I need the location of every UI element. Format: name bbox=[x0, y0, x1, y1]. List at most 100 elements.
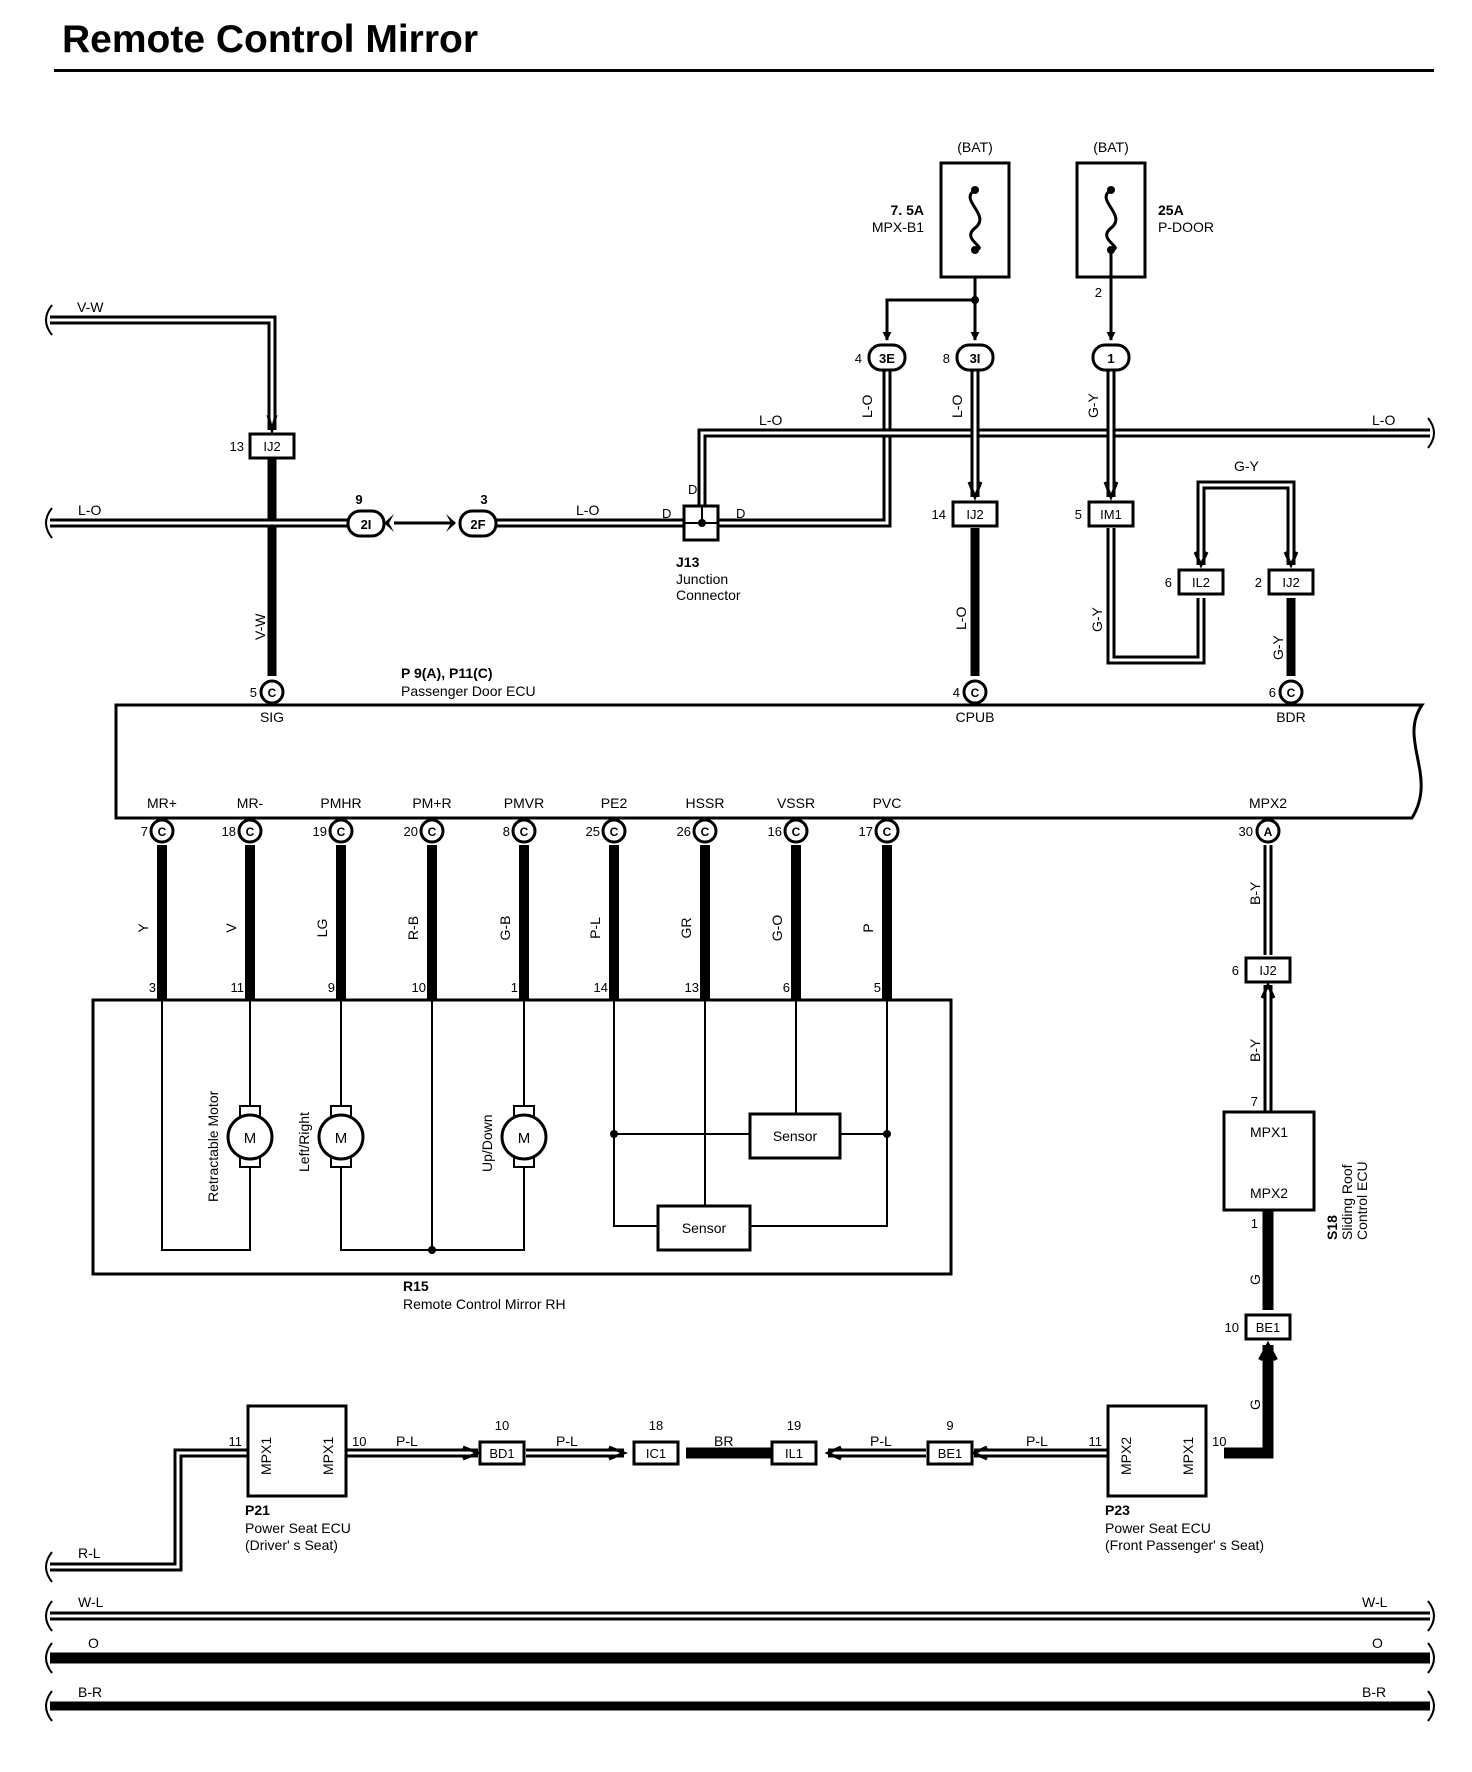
pin-label: HSSR bbox=[686, 795, 725, 811]
svg-text:O: O bbox=[88, 1635, 99, 1651]
svg-text:L-O: L-O bbox=[78, 502, 101, 518]
passenger-door-ecu: P 9(A), P11(C) Passenger Door ECU bbox=[114, 665, 1425, 820]
svg-text:D: D bbox=[688, 482, 697, 497]
pin-number: 17 bbox=[859, 824, 873, 839]
svg-text:O: O bbox=[1372, 1635, 1383, 1651]
pin-number: 18 bbox=[649, 1418, 663, 1433]
pin-label: CPUB bbox=[956, 709, 995, 725]
pin-number: 2 bbox=[1255, 575, 1262, 590]
wire-group bbox=[50, 250, 1430, 1711]
svg-text:B-Y: B-Y bbox=[1247, 881, 1263, 905]
connector-be1-10: BE1 10 bbox=[1225, 1313, 1292, 1341]
svg-text:2I: 2I bbox=[361, 517, 372, 532]
svg-text:MPX2: MPX2 bbox=[1118, 1437, 1134, 1475]
svg-text:G: G bbox=[1247, 1399, 1263, 1410]
svg-text:Sensor: Sensor bbox=[773, 1128, 818, 1144]
svg-text:G: G bbox=[1247, 1274, 1263, 1285]
connector-ij2-2: IJ2 2 bbox=[1255, 568, 1315, 596]
svg-text:P-L: P-L bbox=[396, 1433, 418, 1449]
svg-text:P-L: P-L bbox=[870, 1433, 892, 1449]
svg-text:M: M bbox=[244, 1130, 257, 1147]
pin-label: MR- bbox=[237, 795, 264, 811]
wire-color-label: LG bbox=[314, 919, 330, 938]
title-rule bbox=[54, 69, 1434, 72]
connector-il2-6: IL2 6 bbox=[1165, 568, 1225, 596]
svg-text:L-O: L-O bbox=[859, 395, 875, 418]
pin-number: 9 bbox=[328, 980, 335, 995]
pin-number: 19 bbox=[787, 1418, 801, 1433]
ecu-bottom-pins: MR+C7Y3MR-C18V11PMHRC19LG9PM+RC20R-B10PM… bbox=[135, 795, 901, 1000]
pin-number: 19 bbox=[313, 824, 327, 839]
pin-number: 11 bbox=[1089, 1434, 1103, 1449]
svg-text:C: C bbox=[246, 825, 255, 839]
mirror-id: R15 bbox=[403, 1278, 429, 1294]
svg-text:A: A bbox=[1264, 825, 1273, 839]
pin-number: 13 bbox=[685, 980, 699, 995]
svg-text:G-Y: G-Y bbox=[1089, 606, 1105, 632]
svg-text:Control ECU: Control ECU bbox=[1354, 1161, 1370, 1240]
sensor-lower: Sensor bbox=[656, 1204, 752, 1252]
connector-2i: 2I 9 bbox=[346, 492, 394, 538]
svg-text:C: C bbox=[792, 825, 801, 839]
pin-number: 1 bbox=[1251, 1216, 1258, 1231]
pin-number: 3 bbox=[480, 492, 487, 507]
svg-text:C: C bbox=[971, 686, 980, 700]
pin-label: SIG bbox=[260, 709, 284, 725]
svg-text:W-L: W-L bbox=[78, 1594, 104, 1610]
pin-number: 10 bbox=[495, 1418, 509, 1433]
pin-number: 9 bbox=[355, 492, 362, 507]
fuse-source-label: (BAT) bbox=[1093, 139, 1129, 155]
svg-text:C: C bbox=[337, 825, 346, 839]
svg-text:MPX1: MPX1 bbox=[1250, 1124, 1288, 1140]
svg-text:3E: 3E bbox=[879, 351, 895, 366]
svg-text:P-L: P-L bbox=[556, 1433, 578, 1449]
svg-text:Power Seat ECU: Power Seat ECU bbox=[1105, 1520, 1211, 1536]
fuse-name: MPX-B1 bbox=[872, 219, 924, 235]
pin-number: 26 bbox=[677, 824, 691, 839]
pin-number: 6 bbox=[783, 980, 790, 995]
pin-number: 8 bbox=[943, 351, 950, 366]
pin-number: 5 bbox=[250, 685, 257, 700]
connector-3e: 3E 4 bbox=[855, 343, 907, 372]
svg-text:Sliding Roof: Sliding Roof bbox=[1339, 1164, 1355, 1240]
svg-text:C: C bbox=[1287, 686, 1296, 700]
wire-color-label: G-B bbox=[497, 916, 513, 941]
wire-labels-top: V-W L-O L-O L-O L-O G-Y V-W L-O L-O G-Y … bbox=[77, 299, 1395, 1410]
connector-2f: 2F 3 bbox=[446, 492, 498, 538]
ecu-pin-mpx2: MPX2 A 30 bbox=[1239, 795, 1287, 844]
wire-color-label: P-L bbox=[587, 917, 603, 939]
pin-number: 9 bbox=[946, 1418, 953, 1433]
wire-color-label: GR bbox=[678, 918, 694, 939]
svg-text:IJ2: IJ2 bbox=[966, 507, 983, 522]
svg-text:BR: BR bbox=[714, 1433, 733, 1449]
svg-text:C: C bbox=[701, 825, 710, 839]
svg-text:B-R: B-R bbox=[78, 1684, 102, 1700]
svg-text:IL1: IL1 bbox=[785, 1446, 803, 1461]
wire-break-marks bbox=[45, 304, 1435, 1722]
seat-ecu-id: P21 bbox=[245, 1502, 270, 1518]
connector-ij2-6: IJ2 6 bbox=[1232, 956, 1292, 984]
svg-text:C: C bbox=[158, 825, 167, 839]
wire-color-label: P bbox=[860, 923, 876, 932]
svg-text:Left/Right: Left/Right bbox=[296, 1112, 312, 1172]
svg-text:C: C bbox=[268, 686, 277, 700]
wire-color-label: V bbox=[223, 923, 239, 933]
svg-text:3I: 3I bbox=[970, 351, 981, 366]
mirror-internal-wiring bbox=[161, 1000, 888, 1251]
svg-text:MPX2: MPX2 bbox=[1250, 1185, 1288, 1201]
svg-text:MPX1: MPX1 bbox=[320, 1437, 336, 1475]
pin-label: PMVR bbox=[504, 795, 544, 811]
svg-text:Retractable Motor: Retractable Motor bbox=[205, 1090, 221, 1202]
svg-text:V-W: V-W bbox=[77, 299, 104, 315]
svg-text:IJ2: IJ2 bbox=[1259, 963, 1276, 978]
svg-text:C: C bbox=[520, 825, 529, 839]
svg-text:P-L: P-L bbox=[1026, 1433, 1048, 1449]
svg-text:(Front Passenger' s Seat): (Front Passenger' s Seat) bbox=[1105, 1537, 1264, 1553]
